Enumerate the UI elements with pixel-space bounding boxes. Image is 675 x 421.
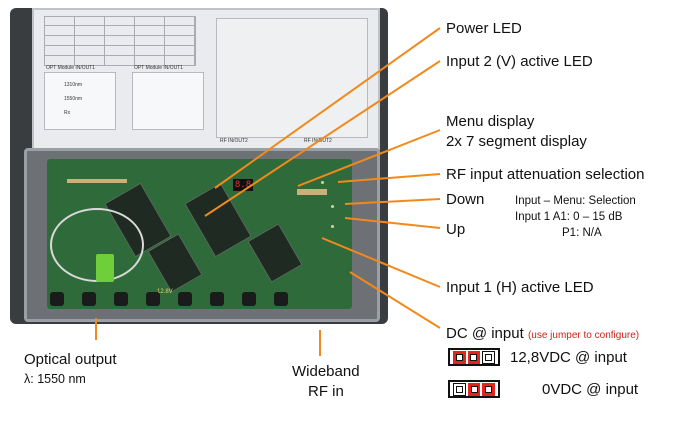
connector-row	[50, 292, 350, 306]
menu-table-row2: P1: N/A	[562, 227, 602, 239]
rf-atten-line	[337, 173, 441, 183]
down-label: Down	[446, 191, 485, 208]
jumper-128v	[448, 348, 500, 366]
f-connector	[114, 292, 128, 306]
rf-atten-button	[321, 181, 324, 184]
dc-input-text: DC @ input	[446, 325, 524, 342]
up-label: Up	[446, 221, 466, 238]
seven-segment-label: 2x 7 segment display	[446, 133, 587, 150]
input1-led-label: Input 1 (H) active LED	[446, 279, 594, 296]
menu-display-line	[297, 129, 441, 187]
input2-led-line	[204, 60, 441, 217]
wavelength-2-text: 1550nm	[64, 96, 83, 102]
input2-led-label: Input 2 (V) active LED	[446, 53, 593, 70]
jumper-pin-on	[467, 382, 481, 396]
rf-inout-left-text: RF IN/OUT2	[220, 138, 248, 144]
rx-text: Rx	[64, 110, 71, 116]
up-line	[344, 217, 441, 229]
rf-in-label: RF in	[308, 383, 344, 400]
wavelength-1-text: 1310nm	[64, 82, 83, 88]
dc-input-line	[349, 271, 441, 329]
jumper-pin-off	[482, 350, 496, 364]
power-led-line	[214, 27, 441, 189]
f-connector	[50, 292, 64, 306]
dc-note: (use jumper to configure)	[527, 330, 640, 341]
jumper-0v	[448, 380, 500, 398]
down-line	[344, 198, 441, 205]
down-button	[331, 205, 334, 208]
f-connector	[274, 292, 288, 306]
power-led-label: Power LED	[446, 20, 522, 37]
opt-module-box-right	[132, 72, 204, 130]
f-connector	[146, 292, 160, 306]
f-connector	[242, 292, 256, 306]
component	[67, 179, 127, 183]
label-sheet: OPT Module IN/OUT1 OPT Module IN/OUT1 13…	[32, 8, 380, 150]
input1-led-line	[321, 237, 441, 288]
opt-module-left-text: OPT Module IN/OUT1	[46, 65, 96, 71]
dc-input-label: DC @ input (use jumper to configure)	[446, 324, 639, 345]
f-connector	[82, 292, 96, 306]
jumper-pin-on	[467, 350, 481, 364]
jumper-pin-off	[453, 382, 466, 396]
f-connector	[178, 292, 192, 306]
board-voltage-text: 12.8V	[157, 289, 173, 295]
sc-connector	[96, 254, 114, 282]
jumper-pin-on	[453, 350, 466, 364]
device-photo: OPT Module IN/OUT1 OPT Module IN/OUT1 13…	[10, 8, 388, 324]
component	[297, 189, 327, 195]
opt-module-box-left	[44, 72, 116, 130]
rf-atten-label: RF input attenuation selection	[446, 166, 645, 183]
opt-module-right-text: OPT Module IN/OUT1	[134, 65, 184, 71]
block-diagram-graphic	[216, 18, 368, 138]
f-connector	[210, 292, 224, 306]
wideband-label: Wideband	[292, 363, 360, 380]
vdc-128-label: 12,8VDC @ input	[510, 349, 627, 366]
optical-lambda-label: λ: 1550 nm	[24, 372, 86, 386]
menu-table-row1: Input 1 A1: 0 – 15 dB	[515, 211, 623, 223]
spec-table-graphic	[44, 16, 196, 66]
up-button	[331, 225, 334, 228]
vdc-0-label: 0VDC @ input	[542, 381, 639, 398]
jumper-pin-on	[482, 382, 496, 396]
optical-output-label: Optical output	[24, 351, 117, 368]
menu-display-label: Menu display	[446, 113, 535, 130]
menu-table-header: Input – Menu: Selection	[515, 195, 636, 207]
